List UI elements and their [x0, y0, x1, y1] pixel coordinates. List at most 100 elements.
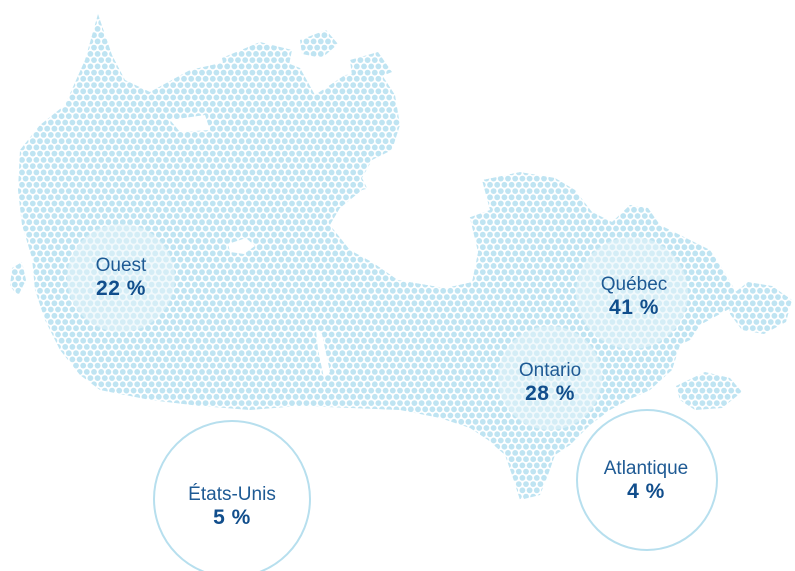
map-dot [137, 125, 144, 132]
map-dot [58, 100, 65, 107]
map-dot [292, 144, 299, 151]
map-dot [130, 38, 137, 45]
map-dot [209, 275, 216, 282]
map-dot [184, 144, 191, 151]
map-dot [184, 219, 191, 226]
map-dot [44, 14, 51, 20]
map-dot [296, 263, 303, 269]
map-dot [717, 32, 724, 39]
map-dot [249, 157, 256, 163]
map-dot [699, 63, 706, 70]
map-dot [760, 244, 767, 251]
map-dot [483, 88, 490, 95]
map-dot [505, 100, 511, 107]
map-dot [523, 157, 529, 163]
map-dot [382, 63, 389, 70]
map-dot [173, 38, 180, 45]
map-dot [645, 144, 652, 151]
map-dot [530, 269, 537, 275]
map-dot [141, 194, 148, 201]
map-dot [620, 1, 626, 7]
map-dot [116, 88, 123, 95]
map-dot [508, 32, 515, 39]
map-dot [555, 113, 562, 120]
map-dot [40, 256, 47, 263]
map-dot [199, 231, 205, 238]
map-dot [721, 175, 727, 182]
map-dot [26, 107, 33, 113]
map-dot [731, 132, 738, 138]
map-dot [631, 144, 637, 151]
map-dot [217, 113, 223, 120]
map-dot [519, 238, 526, 244]
map-dot [278, 144, 285, 151]
map-dot [425, 138, 432, 145]
map-dot [350, 94, 357, 101]
map-dot [98, 194, 105, 201]
map-dot [613, 163, 619, 170]
map-dot [130, 63, 137, 70]
map-dot [674, 69, 681, 76]
map-dot [451, 7, 457, 13]
map-dot [37, 213, 43, 219]
map-dot [598, 188, 605, 195]
map-dot [771, 163, 778, 170]
map-dot [407, 169, 414, 176]
map-dot [616, 32, 623, 39]
map-dot [526, 175, 533, 182]
map-dot [465, 144, 472, 151]
map-dot [429, 119, 436, 126]
map-dot [443, 107, 450, 113]
map-dot [551, 69, 558, 76]
map-dot [638, 194, 645, 201]
map-dot [663, 188, 670, 195]
map-dot [249, 231, 256, 238]
map-dot [404, 125, 411, 132]
map-dot [728, 88, 735, 95]
map-dot [566, 269, 573, 275]
map-dot [577, 150, 583, 157]
map-dot [775, 269, 781, 275]
map-dot [296, 14, 303, 20]
map-dot [476, 63, 483, 70]
map-dot [328, 244, 335, 251]
map-dot [267, 200, 274, 207]
map-dot [541, 238, 547, 244]
map-dot [613, 138, 619, 145]
map-dot [268, 1, 274, 7]
map-dot [66, 1, 72, 7]
map-dot [98, 132, 105, 138]
map-dot [375, 275, 382, 282]
map-dot [353, 163, 360, 170]
map-dot [404, 63, 411, 70]
map-dot [40, 144, 47, 151]
map-dot [587, 181, 594, 188]
map-dot [649, 163, 655, 170]
map-dot [58, 213, 65, 219]
map-dot [22, 14, 29, 20]
map-dot [494, 32, 501, 39]
map-dot [80, 38, 87, 45]
map-dot [343, 107, 349, 113]
map-dot [350, 19, 357, 26]
map-dot [317, 213, 324, 219]
map-dot [487, 219, 493, 226]
map-dot [206, 19, 213, 26]
map-dot [119, 57, 126, 63]
map-dot [202, 238, 209, 244]
map-dot [425, 26, 432, 32]
map-dot [721, 75, 727, 82]
map-dot [303, 26, 310, 32]
map-dot [296, 188, 303, 195]
map-dot [526, 75, 533, 82]
map-dot [652, 219, 659, 226]
map-dot [677, 250, 684, 257]
map-dot [195, 38, 202, 45]
map-dot [47, 57, 54, 63]
map-dot [472, 206, 479, 213]
map-dot [278, 119, 285, 126]
map-dot [127, 32, 133, 39]
map-dot [436, 181, 443, 188]
map-dot [55, 181, 61, 188]
map-dot [321, 169, 328, 176]
